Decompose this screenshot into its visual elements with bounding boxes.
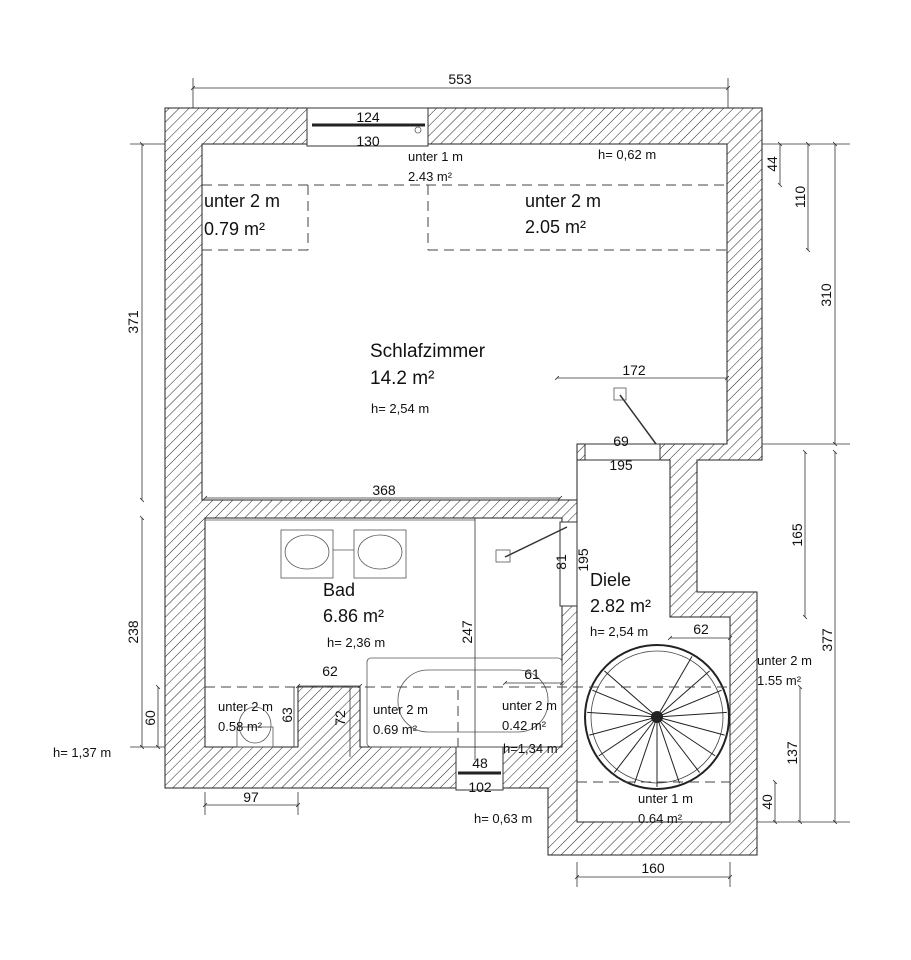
dim-62-bath: 62: [322, 663, 338, 679]
dim-62-hall: 62: [693, 621, 709, 637]
zone-label: unter 2 m: [502, 698, 557, 713]
walls: [164, 107, 763, 856]
window-bottom: [455, 746, 504, 791]
dim-door-side-a: 81: [553, 554, 569, 570]
dim-165: 165: [789, 523, 805, 547]
room-height-hall: h= 2,54 m: [590, 624, 648, 639]
room-height-bedroom: h= 2,54 m: [371, 401, 429, 416]
dim-110: 110: [792, 186, 808, 209]
dim-door-top-b: 195: [609, 457, 633, 473]
zone-area: 2.05 m²: [525, 217, 586, 237]
height-bottom: h= 0,63 m: [474, 811, 532, 826]
stair-tread: [656, 716, 716, 757]
stair-tread: [592, 689, 658, 718]
dim-44: 44: [764, 156, 780, 172]
zone-area: 0.64 m²: [638, 811, 683, 826]
zone-area: 2.43 m²: [408, 169, 453, 184]
door-bedroom-hall: [584, 387, 661, 461]
dim-40: 40: [759, 794, 775, 810]
dim-60: 60: [142, 710, 158, 726]
dim-377: 377: [819, 628, 835, 652]
double-sink: [280, 529, 407, 579]
stair-tread: [598, 716, 658, 757]
room-name-bath: Bad: [323, 580, 355, 600]
height-top: h= 0,62 m: [598, 147, 656, 162]
room-area-bath: 6.86 m²: [323, 606, 384, 626]
stair-tread: [656, 670, 710, 718]
stair-tread: [656, 716, 701, 773]
height-left: h= 1,37 m: [53, 745, 111, 760]
room-height-bath: h= 2,36 m: [327, 635, 385, 650]
dim-172: 172: [622, 362, 646, 378]
stair-tread: [587, 711, 658, 718]
zone-label: unter 1 m: [638, 791, 693, 806]
dim-310: 310: [818, 283, 834, 307]
stair-tread: [589, 716, 658, 736]
zone-area: 0.79 m²: [204, 219, 265, 239]
stair-tread: [656, 716, 725, 736]
dim-160: 160: [641, 860, 665, 876]
spiral-staircase: [584, 644, 730, 790]
dim-window-bottom-a: 48: [472, 755, 488, 771]
dim-window-top-a: 124: [356, 109, 380, 125]
stair-tread: [656, 716, 680, 784]
zone-label: unter 2 m: [525, 191, 601, 211]
stair-tread: [656, 689, 722, 718]
zone-label: unter 2 m: [204, 191, 280, 211]
height-bath-right: h=1,34 m: [503, 741, 558, 756]
dim-137: 137: [784, 741, 800, 765]
stair-tread: [604, 670, 658, 718]
zone-label: unter 2 m: [757, 653, 812, 668]
zone-area: 0.42 m²: [502, 718, 547, 733]
bathtub: [366, 657, 563, 748]
dim-72: 72: [332, 710, 348, 726]
zone-label: unter 2 m: [218, 699, 273, 714]
stair-tread: [613, 716, 658, 773]
room-name-bedroom: Schlafzimmer: [370, 341, 486, 362]
room-area-hall: 2.82 m²: [590, 596, 651, 616]
dim-247: 247: [459, 620, 475, 644]
dim-238: 238: [125, 620, 141, 644]
window-top: [306, 107, 429, 147]
zone-label: unter 1 m: [408, 149, 463, 164]
dim-window-top-b: 130: [356, 133, 380, 149]
dim-door-top-a: 69: [613, 433, 629, 449]
dim-63: 63: [279, 707, 295, 723]
dim-window-bottom-b: 102: [468, 779, 492, 795]
toilet: [236, 706, 274, 748]
dim-97: 97: [243, 789, 259, 805]
room-area-bedroom: 14.2 m²: [370, 368, 434, 389]
zone-area: 1.55 m²: [757, 673, 802, 688]
dim-368: 368: [372, 482, 396, 498]
dim-371: 371: [125, 310, 141, 334]
stair-tread: [656, 711, 727, 718]
room-name-hall: Diele: [590, 570, 631, 590]
zone-lines: [202, 184, 730, 783]
dim-overall-width: 553: [448, 71, 472, 87]
zone-area: 0.58 m²: [218, 719, 263, 734]
zone-area: 0.69 m²: [373, 722, 418, 737]
dim-61: 61: [524, 666, 540, 682]
stair-tread: [634, 716, 658, 784]
door-bath-hall: [495, 521, 578, 607]
dimension-lines: [130, 78, 850, 887]
dim-door-side-b: 195: [575, 548, 591, 572]
zone-label: unter 2 m: [373, 702, 428, 717]
